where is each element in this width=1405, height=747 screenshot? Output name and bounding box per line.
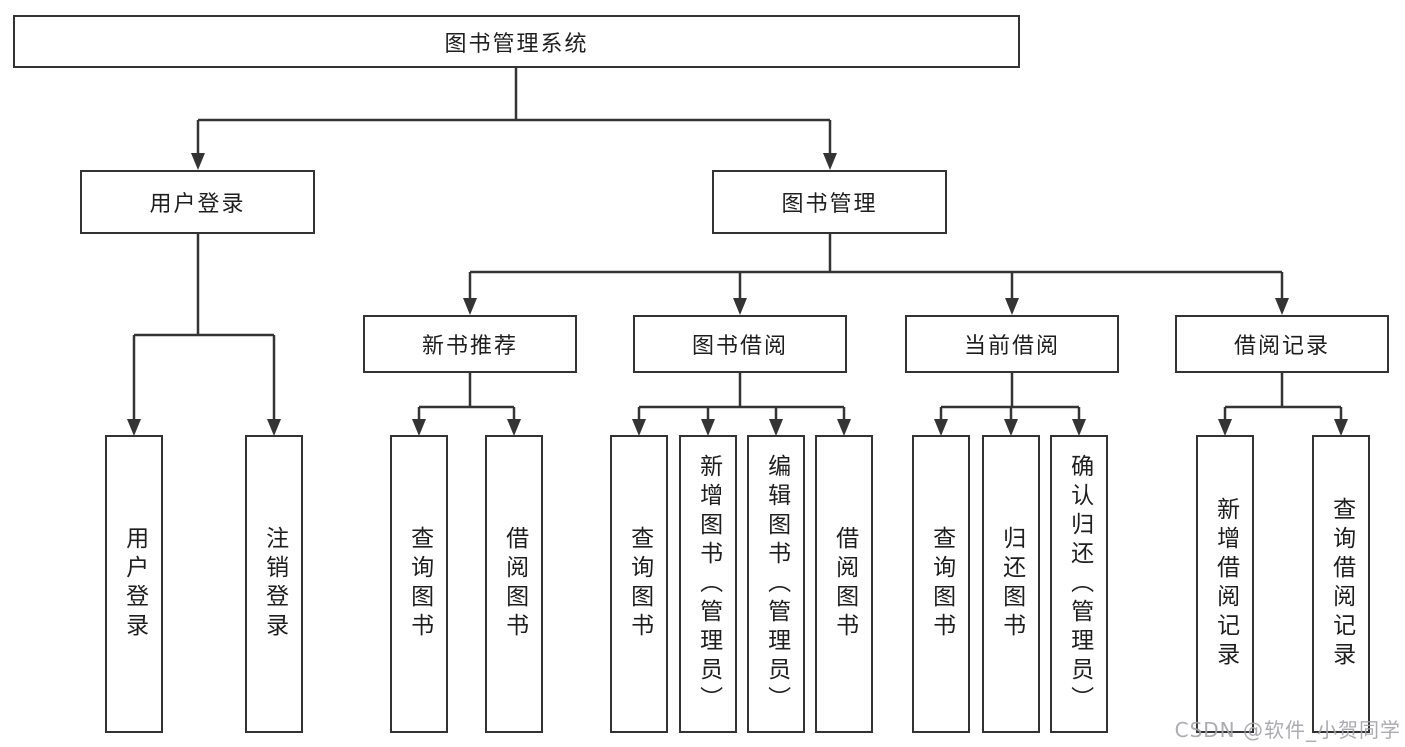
node-library-system: 图书管理系统: [13, 15, 1020, 68]
leaf-query-books-current: 查询图书: [912, 435, 970, 733]
leaf-query-books-recommend: 查询图书: [390, 435, 448, 733]
node-label: 新增图书（管理员）: [695, 453, 722, 715]
node-new-book-recommend: 新书推荐: [363, 315, 577, 373]
leaf-logout: 注销登录: [245, 435, 303, 733]
leaf-add-book-admin: 新增图书（管理员）: [679, 435, 737, 733]
leaf-query-borrow-record: 查询借阅记录: [1312, 435, 1370, 733]
node-label: 新增借阅记录: [1212, 497, 1239, 671]
node-user-login: 用户登录: [80, 170, 315, 234]
node-label: 图书管理: [781, 192, 878, 217]
node-label: 查询图书: [928, 526, 955, 642]
node-label: 借阅图书: [501, 526, 528, 642]
node-label: 用户登录: [149, 192, 246, 217]
node-label: 当前借阅: [963, 334, 1060, 359]
node-book-borrow: 图书借阅: [633, 315, 847, 373]
node-label: 确认归还（管理员）: [1066, 453, 1093, 715]
leaf-return-book: 归还图书: [982, 435, 1040, 733]
node-current-borrow: 当前借阅: [905, 315, 1119, 373]
node-label: 新书推荐: [421, 334, 518, 359]
node-label: 查询借阅记录: [1328, 497, 1355, 671]
node-label: 图书管理系统: [444, 31, 589, 57]
node-book-management: 图书管理: [712, 170, 947, 234]
node-label: 用户登录: [121, 526, 148, 642]
node-label: 注销登录: [261, 526, 288, 642]
node-label: 查询图书: [406, 526, 433, 642]
leaf-edit-book-admin: 编辑图书（管理员）: [747, 435, 805, 733]
node-label: 借阅记录: [1233, 334, 1330, 359]
node-label: 编辑图书（管理员）: [763, 453, 790, 715]
leaf-confirm-return-admin: 确认归还（管理员）: [1050, 435, 1108, 733]
node-label: 借阅图书: [831, 526, 858, 642]
node-label: 查询图书: [626, 526, 653, 642]
leaf-user-login: 用户登录: [105, 435, 163, 733]
leaf-add-borrow-record: 新增借阅记录: [1196, 435, 1254, 733]
node-label: 归还图书: [998, 526, 1025, 642]
node-borrow-records: 借阅记录: [1175, 315, 1389, 373]
leaf-borrow-books: 借阅图书: [815, 435, 873, 733]
node-label: 图书借阅: [691, 334, 788, 359]
csdn-watermark: CSDN @软件_小贺同学: [1174, 718, 1401, 742]
leaf-query-books-borrow: 查询图书: [610, 435, 668, 733]
leaf-borrow-books-recommend: 借阅图书: [485, 435, 543, 733]
